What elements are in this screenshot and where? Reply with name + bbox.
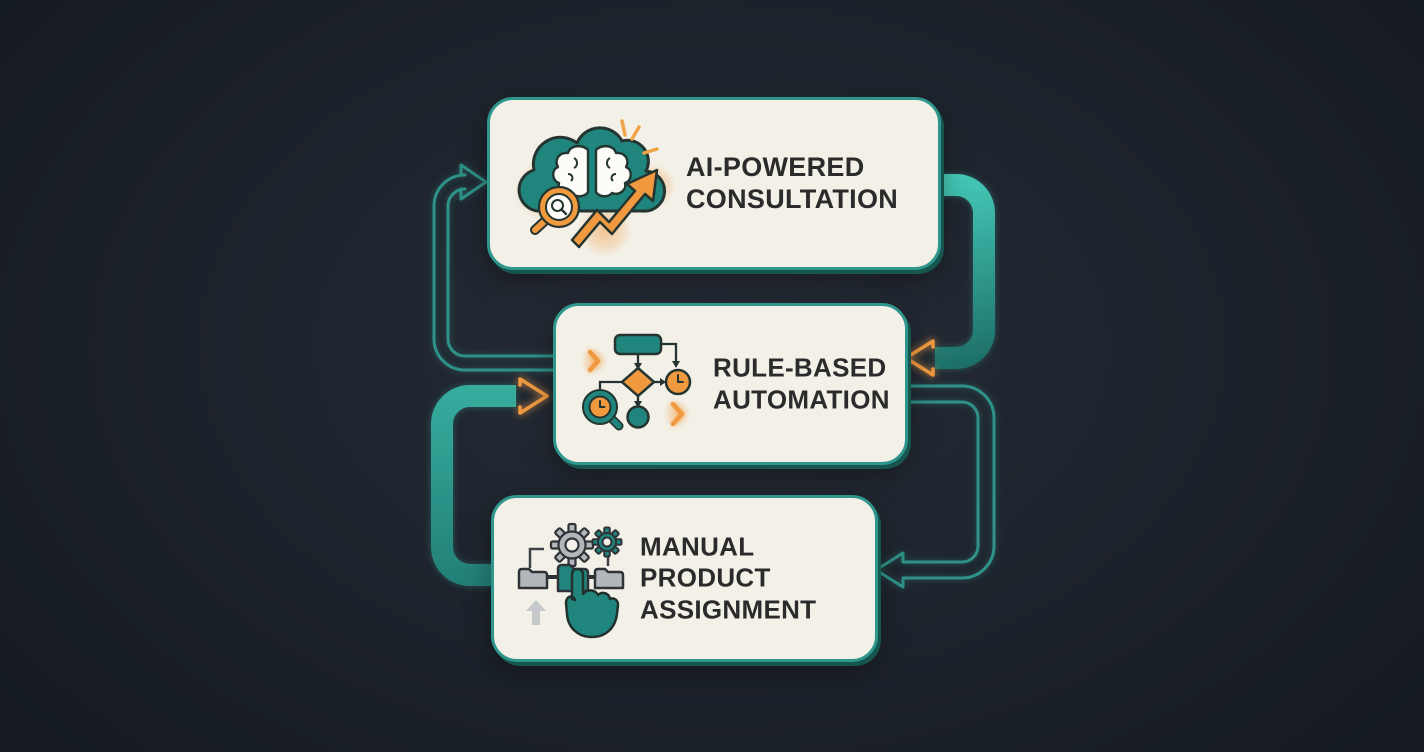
connector-ai-to-rule [933, 174, 995, 369]
cloud-brain-growth-icon [508, 108, 693, 261]
node-label: MANUAL PRODUCT ASSIGNMENT [640, 531, 875, 626]
node-ai-consultation: AI-POWERED CONSULTATION [487, 97, 941, 270]
orange-arrowhead-into-rule-left [518, 377, 549, 415]
gear-gray [549, 522, 595, 568]
connector-rule-to-manual [874, 384, 996, 589]
node-label: RULE-BASED AUTOMATION [713, 352, 890, 415]
connector-manual-to-rule [431, 385, 516, 586]
orange-arrowhead-into-rule-right [904, 339, 935, 377]
node-manual-assignment: MANUAL PRODUCT ASSIGNMENT [491, 495, 878, 662]
node-label-line2: CONSULTATION [686, 184, 899, 215]
node-label-line1: AI-POWERED [686, 151, 865, 182]
flowchart-decision-icon [574, 320, 709, 450]
node-label-line2: ASSIGNMENT [640, 594, 817, 625]
node-label-line1: RULE-BASED [713, 352, 887, 383]
gears-folders-hand-icon [510, 504, 635, 649]
connector-rule-to-ai [432, 163, 558, 372]
node-label-line1: MANUAL PRODUCT [640, 530, 771, 593]
node-rule-automation: RULE-BASED AUTOMATION [553, 303, 908, 465]
node-label: AI-POWERED CONSULTATION [686, 151, 898, 217]
node-label-line2: AUTOMATION [713, 384, 890, 414]
gear-teal [591, 526, 623, 558]
